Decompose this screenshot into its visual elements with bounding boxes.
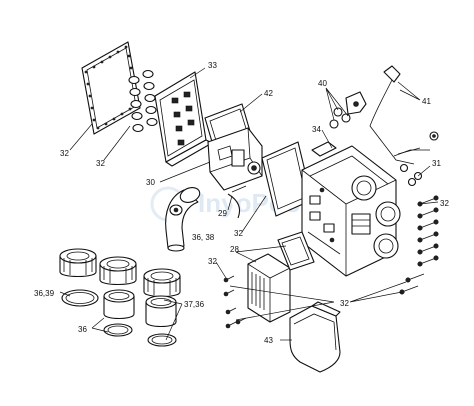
part-back-gasket: [81, 41, 141, 135]
callout-40: 40: [318, 79, 327, 88]
callout-37-36: 37,36: [184, 300, 205, 309]
callout-42: 42: [264, 89, 273, 98]
part-oring-lower: [61, 289, 177, 347]
part-bolt-column: [399, 195, 439, 295]
callout-43: 43: [264, 336, 273, 345]
part-heater-body: [301, 141, 401, 277]
part-oring-column: [128, 69, 158, 133]
part-exchanger-block: [247, 231, 315, 323]
callout-32-lower: 32: [340, 299, 349, 308]
part-valve-assembly: [207, 127, 263, 191]
part-union-left: [59, 248, 97, 278]
callout-32-square-gasket: 32: [234, 229, 243, 238]
callout-30: 30: [146, 178, 155, 187]
callout-32-orings: 32: [96, 159, 105, 168]
part-fittings: [329, 91, 367, 129]
callout-36: 36: [78, 325, 87, 334]
part-union-right: [143, 268, 181, 298]
callout-33: 33: [208, 61, 217, 70]
callout-34: 34: [312, 125, 321, 134]
callout-31: 31: [432, 159, 441, 168]
callout-41: 41: [422, 97, 431, 106]
part-tailpiece-right: [145, 295, 177, 328]
callout-36-39: 36,39: [34, 289, 55, 298]
callout-labels: 33 42 40 41 32 32 34 31 32 30 29 36, 38 …: [34, 61, 449, 345]
callout-32-gasket: 32: [60, 149, 69, 158]
callout-29: 29: [218, 209, 227, 218]
callout-32-bolts: 32: [440, 199, 449, 208]
part-small-bolts: [223, 275, 247, 329]
part-bottom-cover: [289, 301, 341, 373]
part-manifold-plate: [154, 71, 213, 167]
part-union-middle: [99, 256, 137, 286]
callout-36-38: 36, 38: [192, 233, 215, 242]
part-sensor-probe: [369, 65, 430, 165]
callout-32-small-bolts: 32: [208, 257, 217, 266]
part-curved-pipe: [165, 187, 201, 252]
leader-lines: [59, 67, 439, 341]
part-tailpiece-middle: [103, 289, 135, 320]
callout-28: 28: [230, 245, 239, 254]
